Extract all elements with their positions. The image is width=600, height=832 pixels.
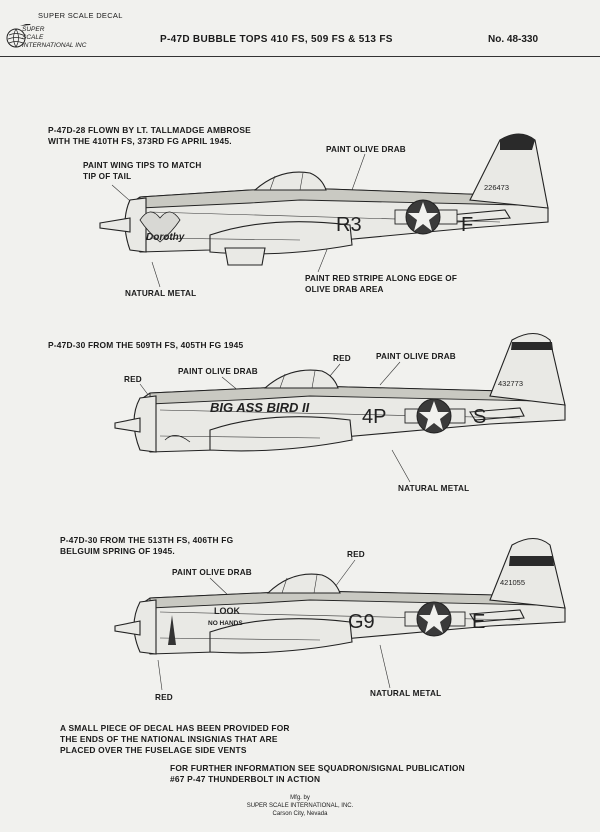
footer-mfg-line-3: Carson City, Nevada (272, 811, 328, 817)
profile-1-code-right: F (461, 214, 473, 236)
header-divider (0, 56, 600, 57)
profile-3-nose-art-line-2: NO HANDS (208, 620, 243, 627)
profile-1-natural-metal-callout: NATURAL METAL (125, 289, 197, 298)
profile-1-red-stripe-callout-2: OLIVE DRAB AREA (305, 285, 384, 294)
profile-1-serial: 226473 (484, 183, 509, 192)
footer-note-line-1: A SMALL PIECE OF DECAL HAS BEEN PROVIDED… (60, 723, 290, 733)
profile-3-code-right: E (472, 611, 485, 633)
profile-1-wing-tips-callout-2: TIP OF TAIL (83, 172, 132, 181)
footer-info-line-2: #67 P-47 THUNDERBOLT IN ACTION (170, 774, 321, 784)
profile-2-olive-drab-left-callout: PAINT OLIVE DRAB (178, 367, 258, 376)
profile-2-olive-drab-right-callout: PAINT OLIVE DRAB (376, 352, 456, 361)
logo-line-scale: SCALE (22, 34, 44, 41)
profile-3-red-top-callout: RED (347, 550, 365, 559)
profile-3-serial: 421055 (500, 578, 525, 587)
footer-note-line-2: THE ENDS OF THE NATIONAL INSIGNIAS THAT … (60, 734, 278, 744)
profile-2-code-right: S (473, 406, 486, 428)
profile-1-nose-art: Dorothy (146, 232, 185, 243)
sheet-number: No. 48-330 (488, 34, 539, 45)
profile-1-code-left: R3 (336, 214, 362, 236)
profile-1-olive-drab-callout: PAINT OLIVE DRAB (326, 145, 406, 154)
profile-2-serial: 432773 (498, 379, 523, 388)
profile-3-olive-drab-callout: PAINT OLIVE DRAB (172, 568, 252, 577)
profile-1-caption-line-2: WITH THE 410TH FS, 373RD FG APRIL 1945. (48, 136, 232, 146)
profile-3-nose-art-line-1: LOOK (214, 606, 240, 616)
profile-3-red-bottom-callout: RED (155, 693, 173, 702)
footer-note-line-3: PLACED OVER THE FUSELAGE SIDE VENTS (60, 745, 247, 755)
profile-2-red-canopy-callout: RED (333, 354, 351, 363)
profile-3-caption-line-2: BELGUIM SPRING OF 1945. (60, 546, 175, 556)
profile-1-caption-line-1: P-47D-28 FLOWN BY LT. TALLMADGE AMBROSE (48, 125, 251, 135)
footer-info-line-1: FOR FURTHER INFORMATION SEE SQUADRON/SIG… (170, 763, 465, 773)
logo-line-super: SUPER (22, 26, 45, 33)
profile-2-code-left: 4P (362, 406, 386, 428)
sheet-title: P-47D BUBBLE TOPS 410 FS, 509 FS & 513 F… (160, 34, 393, 45)
globe-logo-icon (6, 24, 31, 48)
profile-2-red-nose-callout: RED (124, 375, 142, 384)
profile-3-code-left: G9 (348, 611, 375, 633)
logo-line-international: INTERNATIONAL INC (22, 42, 87, 49)
profile-1-wing-tips-callout-1: PAINT WING TIPS TO MATCH (83, 161, 202, 170)
footer-mfg-line-2: SUPER SCALE INTERNATIONAL, INC. (246, 803, 354, 809)
profile-1-red-stripe-callout-1: PAINT RED STRIPE ALONG EDGE OF (305, 274, 458, 283)
brand-name: SUPER SCALE DECAL (38, 11, 123, 20)
profile-2-caption: P-47D-30 FROM THE 509TH FS, 405TH FG 194… (48, 340, 244, 350)
footer-mfg-line-1: Mfg. by (290, 795, 310, 801)
profile-2-nose-art: BIG ASS BIRD II (210, 400, 310, 415)
profile-2-natural-metal-callout: NATURAL METAL (398, 484, 470, 493)
profile-3-caption-line-1: P-47D-30 FROM THE 513TH FS, 406TH FG (60, 535, 234, 545)
profile-3-natural-metal-callout: NATURAL METAL (370, 689, 442, 698)
